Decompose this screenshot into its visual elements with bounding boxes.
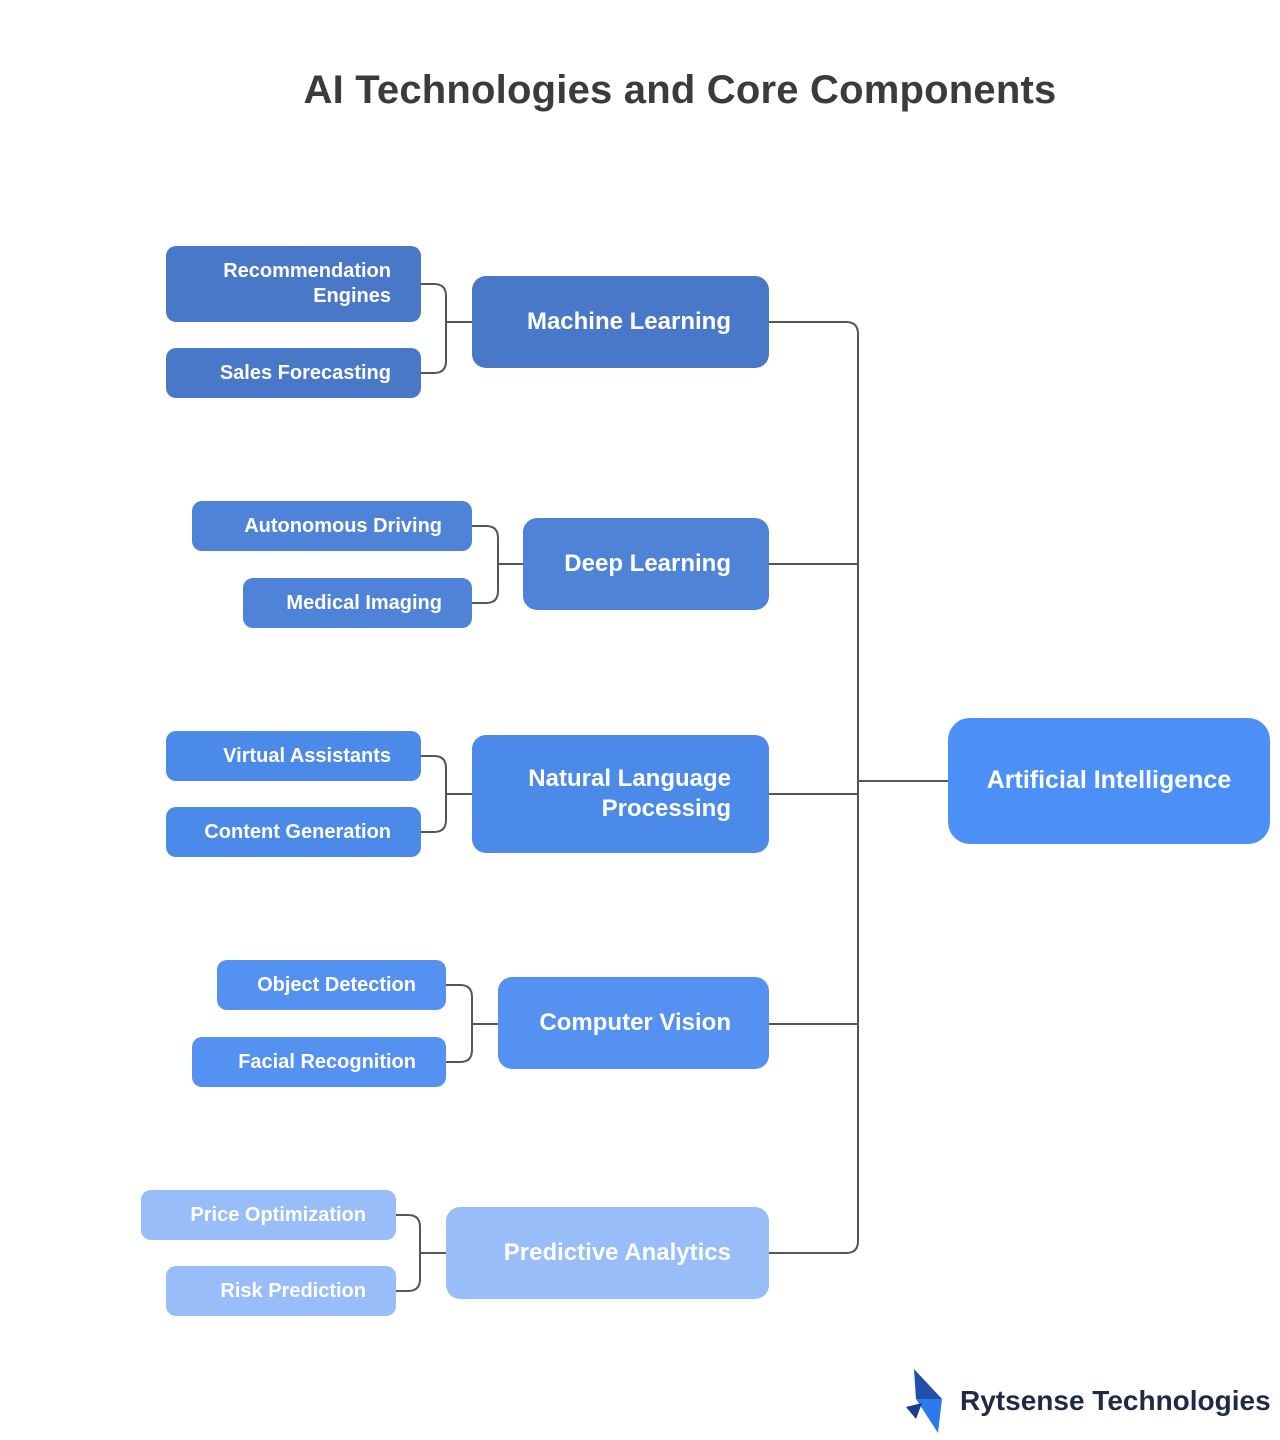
- node-natural-language-processing: Natural Language Processing: [472, 735, 769, 853]
- node-deep-learning: Deep Learning: [523, 518, 769, 610]
- node-virtual-assistants: Virtual Assistants: [166, 731, 421, 781]
- node-price-optimization: Price Optimization: [141, 1190, 396, 1240]
- logo-text: Rytsense Technologies: [960, 1385, 1271, 1416]
- arrow-chevron-logo-icon: [906, 1369, 942, 1433]
- node-artificial-intelligence: Artificial Intelligence: [948, 718, 1270, 844]
- node-predictive-analytics: Predictive Analytics: [446, 1207, 769, 1299]
- node-medical-imaging: Medical Imaging: [243, 578, 472, 628]
- node-facial-recognition: Facial Recognition: [192, 1037, 446, 1087]
- node-sales-forecasting: Sales Forecasting: [166, 348, 421, 398]
- diagram-title: AI Technologies and Core Components: [303, 68, 1057, 112]
- connector-ml-root: [756, 321, 859, 1254]
- node-computer-vision: Computer Vision: [498, 977, 769, 1069]
- company-logo: Rytsense Technologies: [902, 1368, 1272, 1434]
- node-object-detection: Object Detection: [217, 960, 446, 1010]
- node-risk-prediction: Risk Prediction: [166, 1266, 396, 1316]
- node-autonomous-driving: Autonomous Driving: [192, 501, 472, 551]
- node-machine-learning: Machine Learning: [472, 276, 769, 368]
- node-recommendation-engines: Recommendation Engines: [166, 246, 421, 322]
- node-content-generation: Content Generation: [166, 807, 421, 857]
